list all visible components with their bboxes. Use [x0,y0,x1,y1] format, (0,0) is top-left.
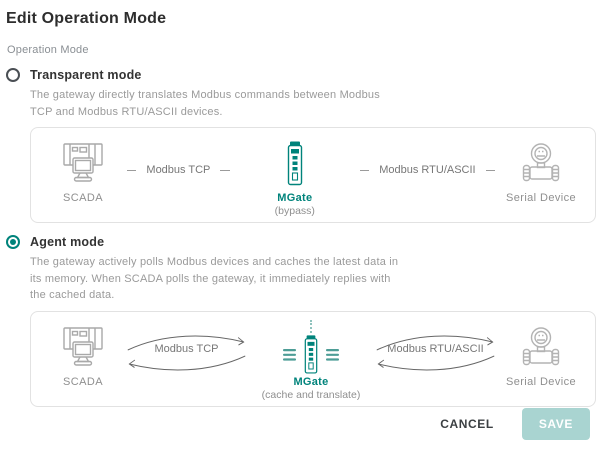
link-line [127,169,137,171]
link-line [485,169,496,171]
scada-icon [58,325,108,371]
option-agent-mode: Agent mode The gateway actively polls Mo… [0,235,600,407]
agent-mode-radio-row[interactable]: Agent mode [6,235,600,249]
scada-label: SCADA [63,375,103,388]
agent-mode-label: Agent mode [30,235,105,249]
cancel-button[interactable]: CANCEL [438,411,496,437]
mgate-gateway-icon [284,140,306,188]
serial-device-icon [517,325,565,371]
scada-node: SCADA [45,137,121,204]
scada-icon [58,141,108,187]
operation-mode-section-label: Operation Mode [7,44,89,56]
cache-data-icon [283,348,296,361]
mgate-gateway-icon [301,334,321,376]
transparent-mode-description: The gateway directly translates Modbus c… [30,89,380,118]
mgate-node: MGate (cache and translate) [252,319,370,401]
serial-device-node: Serial Device [501,321,581,388]
cache-dotted-line [310,319,312,333]
mgate-node: MGate (bypass) [236,137,354,217]
link-line [359,169,370,171]
scada-node: SCADA [45,321,121,388]
mgate-label: MGate [277,192,313,204]
modbus-rtu-link-label: Modbus RTU/ASCII [379,164,476,176]
modbus-rtu-arrows: Modbus RTU/ASCII [372,325,499,373]
modbus-tcp-link: Modbus TCP [127,164,230,176]
scada-label: SCADA [63,192,103,204]
agent-mode-description: The gateway actively polls Modbus device… [30,256,399,301]
transparent-mode-radio[interactable] [6,68,20,82]
cache-data-icon [326,348,339,361]
modbus-rtu-link-label: Modbus RTU/ASCII [387,342,484,355]
modbus-rtu-link: Modbus RTU/ASCII [359,164,496,176]
option-transparent-mode: Transparent mode The gateway directly tr… [0,68,600,223]
serial-device-icon [517,141,565,187]
link-line [220,169,230,171]
transparent-mode-diagram: SCADA Modbus TCP [30,127,596,223]
agent-mode-radio[interactable] [6,235,20,249]
save-button[interactable]: SAVE [521,408,590,440]
modbus-tcp-link-label: Modbus TCP [154,342,219,355]
modbus-tcp-arrows: Modbus TCP [123,325,250,373]
transparent-mode-radio-row[interactable]: Transparent mode [6,68,600,82]
mgate-sub-label: (cache and translate) [261,388,361,401]
mgate-label: MGate [293,375,329,388]
page-title: Edit Operation Mode [6,10,167,27]
serial-device-label: Serial Device [506,192,577,204]
serial-device-node: Serial Device [501,137,581,204]
dialog-footer: CANCEL SAVE [438,408,590,440]
modbus-tcp-link-label: Modbus TCP [146,164,211,176]
mgate-sub-label: (bypass) [274,205,315,217]
serial-device-label: Serial Device [505,375,576,388]
transparent-mode-label: Transparent mode [30,68,142,82]
agent-mode-diagram: SCADA Modbus TCP [30,310,596,407]
